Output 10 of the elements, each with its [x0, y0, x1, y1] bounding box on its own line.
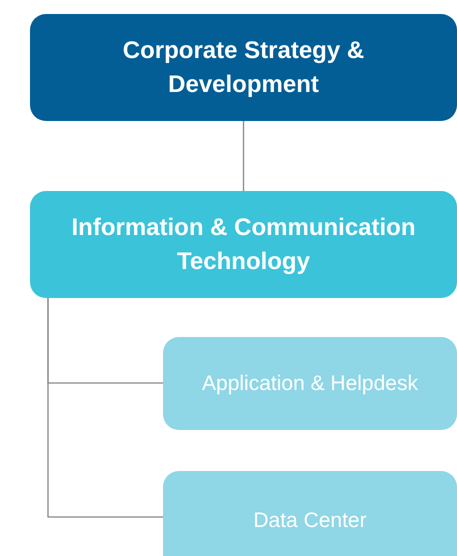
connector-line — [242, 121, 244, 191]
unit-name: Application & Helpdesk — [202, 370, 418, 397]
org-unit-box — [163, 337, 457, 430]
org-unit-box — [163, 471, 457, 556]
org-unit-box — [30, 191, 457, 298]
connector-line — [47, 298, 163, 518]
unit-name: Data Center — [253, 508, 367, 534]
org-unit-box — [30, 14, 457, 121]
unit-name: Corporate Strategy & Development — [122, 36, 366, 100]
unit-name: Information & Communication Technology — [70, 212, 416, 276]
